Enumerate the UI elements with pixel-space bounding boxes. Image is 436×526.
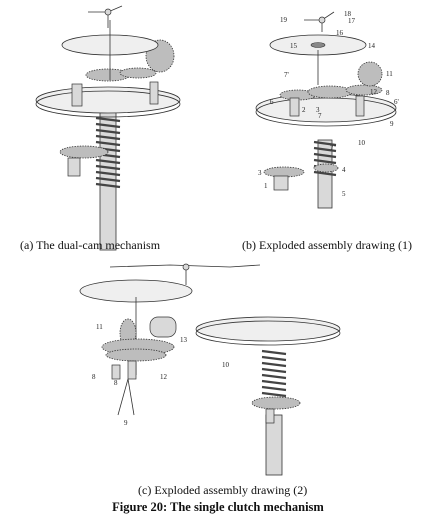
label-b-1: 1 (264, 182, 268, 190)
label-b-7: 7 (318, 112, 322, 120)
figure-title: Figure 20: The single clutch mechanism (112, 500, 324, 514)
label-b-3b: 3 (258, 169, 262, 177)
label-c-13: 13 (180, 336, 188, 344)
label-b-6: 6 (270, 98, 274, 106)
label-b-7p: 7' (284, 71, 289, 79)
label-b-18: 18 (344, 10, 352, 18)
panel-b-exploded-1: 19 18 17 16 15 14 7' 11 6 12 8 6' 2 3 9 … (218, 0, 436, 252)
label-b-14: 14 (368, 42, 376, 50)
panel-c-exploded-2: 11 13 8 8 12 10 9 (c) Exploded assembly … (0, 255, 436, 497)
caption-c: (c) Exploded assembly drawing (2) (138, 483, 308, 497)
label-c-12: 12 (160, 373, 168, 381)
label-b-5: 5 (342, 190, 346, 198)
label-c-9: 9 (124, 419, 128, 427)
label-b-3a: 3 (316, 106, 320, 114)
label-b-8: 8 (386, 89, 390, 97)
label-b-11: 11 (386, 70, 393, 78)
exploded-1-drawing: 19 18 17 16 15 14 7' 11 6 12 8 6' 2 3 9 … (255, 10, 399, 209)
dual-cam-drawing (35, 5, 181, 251)
label-b-10: 10 (358, 139, 366, 147)
label-c-8b: 8 (114, 379, 118, 387)
label-b-6p: 6' (394, 98, 399, 106)
label-b-16: 16 (336, 29, 344, 37)
label-b-4: 4 (342, 166, 346, 174)
label-b-7pp: 7'' (330, 144, 336, 152)
panel-a-dual-cam: (a) The dual-cam mechanism (0, 0, 218, 252)
exploded-2-drawing: 11 13 8 8 12 10 9 (79, 263, 341, 476)
label-c-8a: 8 (92, 373, 96, 381)
label-c-11: 11 (96, 323, 103, 331)
label-b-9: 9 (390, 120, 394, 128)
caption-a: (a) The dual-cam mechanism (20, 238, 161, 252)
label-b-15: 15 (290, 42, 298, 50)
label-b-12: 12 (370, 88, 378, 96)
label-b-19: 19 (280, 16, 288, 24)
label-b-2: 2 (302, 106, 306, 114)
caption-b: (b) Exploded assembly drawing (1) (242, 238, 412, 252)
label-c-10: 10 (222, 361, 230, 369)
label-b-17: 17 (348, 17, 356, 25)
